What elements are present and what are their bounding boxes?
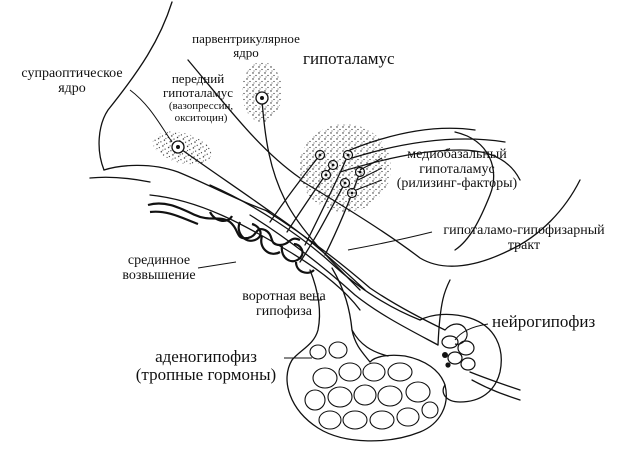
stalk-lower-edge (351, 329, 389, 357)
stalk-outer-right (209, 184, 421, 321)
leader-mediobasal-1 (359, 157, 383, 171)
brain-outline-inner (103, 164, 271, 213)
adenohypophysis-outline (286, 354, 447, 442)
label-hypothalamus: гипоталамус (303, 49, 395, 68)
label-anterior-hormones: (вазопрессин, окситоцин) (168, 100, 234, 124)
label-supraoptic: супраоптическое ядро (21, 66, 123, 96)
label-anterior-hypothalamus: передний гипоталамус (162, 71, 234, 100)
label-adenohypophysis: аденогипофиз (тропные гормоны) (135, 347, 277, 384)
brain-base-right (299, 179, 581, 267)
third-ventricle-curve (454, 131, 495, 251)
label-median-eminence: срединное возвышение (122, 253, 196, 283)
neurohypophysis-exit-1 (469, 371, 521, 391)
leader-mediobasal-3 (355, 179, 383, 191)
ventricle-wall-upper (187, 59, 301, 179)
label-mediobasal: медиобазальный гипоталамус (рилизинг-фак… (396, 147, 518, 192)
neurohypophysis-stem (437, 279, 451, 346)
stalk-outer-left (149, 194, 361, 311)
label-tract: гипоталамо-гипофизарный тракт (443, 223, 605, 253)
mediobasal-region (299, 124, 391, 212)
brain-outline (98, 1, 173, 171)
leader-supraoptic (129, 89, 173, 143)
leader-mediobasal-2 (357, 167, 383, 181)
label-paraventricular: парвентрикулярное ядро (192, 31, 300, 60)
leader-median-eminence (197, 261, 237, 269)
portal-vein-left (291, 269, 321, 361)
label-neurohypophysis: нейрогипофиз (492, 312, 596, 331)
stalk-inner-1 (249, 214, 439, 346)
leader-neurohypophysis (454, 323, 489, 341)
label-portal-vein: воротная вена гипофиза (242, 289, 326, 319)
neurohypophysis-exit-2 (471, 379, 521, 401)
neurohypophysis-outline (419, 313, 502, 403)
ventricle-wall-left (89, 176, 151, 183)
leader-tract (347, 231, 433, 251)
